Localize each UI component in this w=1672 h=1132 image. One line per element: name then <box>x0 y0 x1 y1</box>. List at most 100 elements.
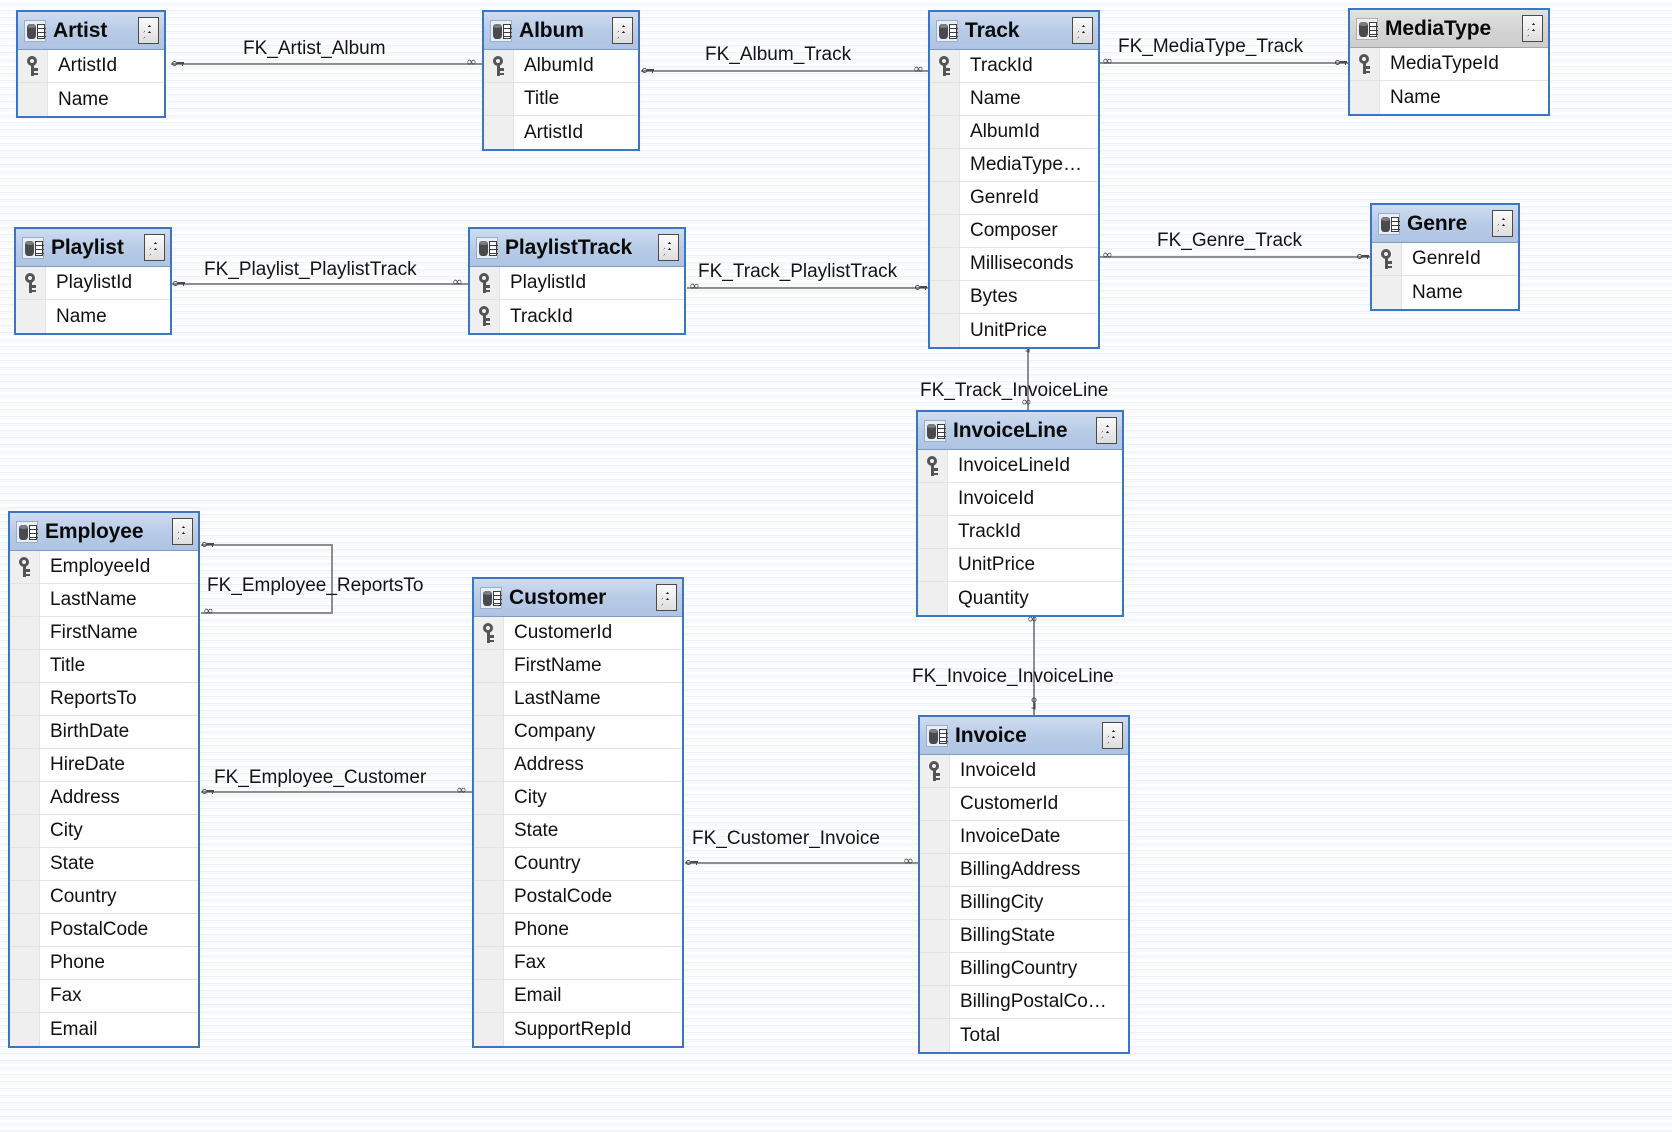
column-row[interactable]: Name <box>18 83 164 116</box>
entity-header-genre[interactable]: Genre <box>1372 205 1518 243</box>
column-row[interactable]: HireDate <box>10 749 198 782</box>
column-row[interactable]: BillingCountry <box>920 953 1128 986</box>
column-row[interactable]: Email <box>10 1013 198 1046</box>
column-row[interactable]: BillingPostalCo… <box>920 986 1128 1019</box>
entity-header-customer[interactable]: Customer <box>474 579 682 617</box>
column-row[interactable]: MediaType… <box>930 149 1098 182</box>
column-row[interactable]: Name <box>1372 276 1518 309</box>
column-row[interactable]: Country <box>10 881 198 914</box>
column-row[interactable]: State <box>10 848 198 881</box>
collapse-chevron-icon[interactable] <box>658 234 679 261</box>
column-row[interactable]: FirstName <box>474 650 682 683</box>
column-row[interactable]: BillingAddress <box>920 854 1128 887</box>
column-row[interactable]: CustomerId <box>920 788 1128 821</box>
column-row[interactable]: PostalCode <box>10 914 198 947</box>
column-row[interactable]: Company <box>474 716 682 749</box>
column-row[interactable]: MediaTypeId <box>1350 48 1548 81</box>
column-row[interactable]: CustomerId <box>474 617 682 650</box>
collapse-chevron-icon[interactable] <box>656 584 677 611</box>
column-row[interactable]: Milliseconds <box>930 248 1098 281</box>
column-row[interactable]: Title <box>484 83 638 116</box>
column-row[interactable]: PlaylistId <box>16 267 170 300</box>
column-row[interactable]: Composer <box>930 215 1098 248</box>
column-row[interactable]: City <box>474 782 682 815</box>
column-row[interactable]: AlbumId <box>484 50 638 83</box>
entity-header-artist[interactable]: Artist <box>18 12 164 50</box>
column-row[interactable]: Total <box>920 1019 1128 1052</box>
column-row[interactable]: BillingCity <box>920 887 1128 920</box>
column-row[interactable]: Name <box>1350 81 1548 114</box>
infinity-endpoint-icon-customer-invoice: ∞ <box>903 854 914 869</box>
column-row[interactable]: TrackId <box>470 300 684 333</box>
column-row[interactable]: ArtistId <box>18 50 164 83</box>
entity-header-invoice[interactable]: Invoice <box>920 717 1128 755</box>
column-row[interactable]: Phone <box>10 947 198 980</box>
entity-header-mediatype[interactable]: MediaType <box>1350 10 1548 48</box>
column-row[interactable]: Name <box>930 83 1098 116</box>
column-row[interactable]: Fax <box>474 947 682 980</box>
collapse-chevron-icon[interactable] <box>1102 722 1123 749</box>
column-row[interactable]: PlaylistId <box>470 267 684 300</box>
column-row[interactable]: Name <box>16 300 170 333</box>
entity-header-track[interactable]: Track <box>930 12 1098 50</box>
column-row[interactable]: Address <box>474 749 682 782</box>
column-row[interactable]: TrackId <box>930 50 1098 83</box>
column-row[interactable]: Phone <box>474 914 682 947</box>
collapse-chevron-icon[interactable] <box>1096 417 1117 444</box>
column-row[interactable]: SupportRepId <box>474 1013 682 1046</box>
entity-header-playlist[interactable]: Playlist <box>16 229 170 267</box>
collapse-chevron-icon[interactable] <box>1072 17 1093 44</box>
column-row[interactable]: AlbumId <box>930 116 1098 149</box>
column-row[interactable]: Email <box>474 980 682 1013</box>
column-row[interactable]: Quantity <box>918 582 1122 615</box>
entity-header-employee[interactable]: Employee <box>10 513 198 551</box>
collapse-chevron-icon[interactable] <box>1492 210 1513 237</box>
column-row[interactable]: City <box>10 815 198 848</box>
column-row[interactable]: GenreId <box>930 182 1098 215</box>
entity-header-playlisttrack[interactable]: PlaylistTrack <box>470 229 684 267</box>
collapse-chevron-icon[interactable] <box>172 518 193 545</box>
column-row[interactable]: Title <box>10 650 198 683</box>
column-row[interactable]: Bytes <box>930 281 1098 314</box>
collapse-chevron-icon[interactable] <box>612 17 633 44</box>
column-row[interactable]: LastName <box>10 584 198 617</box>
column-row[interactable]: State <box>474 815 682 848</box>
collapse-chevron-icon[interactable] <box>138 17 159 44</box>
column-row[interactable]: BillingState <box>920 920 1128 953</box>
entity-header-album[interactable]: Album <box>484 12 638 50</box>
column-row[interactable]: InvoiceDate <box>920 821 1128 854</box>
column-row[interactable]: UnitPrice <box>930 314 1098 347</box>
column-row[interactable]: InvoiceLineId <box>918 450 1122 483</box>
column-row[interactable]: InvoiceId <box>918 483 1122 516</box>
column-row[interactable]: InvoiceId <box>920 755 1128 788</box>
column-row[interactable]: UnitPrice <box>918 549 1122 582</box>
column-row[interactable]: GenreId <box>1372 243 1518 276</box>
column-row[interactable]: ArtistId <box>484 116 638 149</box>
column-row[interactable]: Fax <box>10 980 198 1013</box>
column-row[interactable]: ReportsTo <box>10 683 198 716</box>
collapse-chevron-icon[interactable] <box>1522 15 1543 42</box>
column-row[interactable]: PostalCode <box>474 881 682 914</box>
column-row[interactable]: EmployeeId <box>10 551 198 584</box>
entity-header-invoiceline[interactable]: InvoiceLine <box>918 412 1122 450</box>
column-row[interactable]: BirthDate <box>10 716 198 749</box>
column-row[interactable]: Country <box>474 848 682 881</box>
column-row[interactable]: FirstName <box>10 617 198 650</box>
column-row[interactable]: LastName <box>474 683 682 716</box>
collapse-chevron-icon[interactable] <box>144 234 165 261</box>
column-row[interactable]: Address <box>10 782 198 815</box>
column-row[interactable]: TrackId <box>918 516 1122 549</box>
